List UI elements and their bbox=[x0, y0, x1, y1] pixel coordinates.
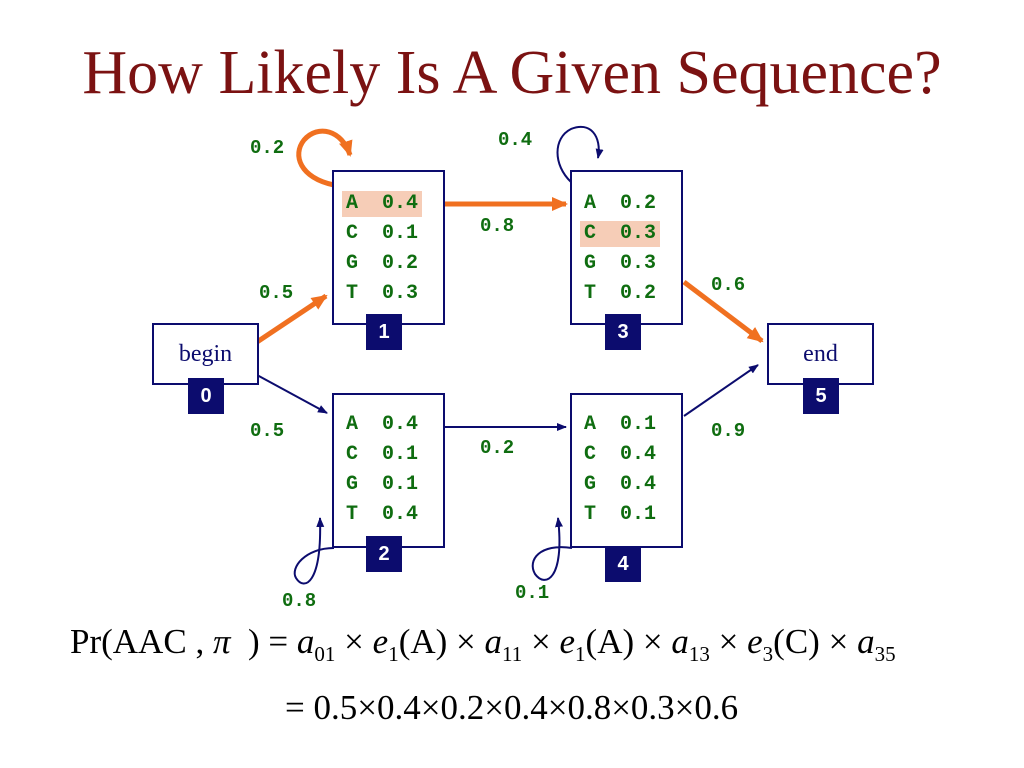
prob-self-4: 0.1 bbox=[515, 582, 550, 604]
end-state-box: end bbox=[767, 323, 874, 385]
begin-state-box: begin bbox=[152, 323, 259, 385]
arrow-self-loop-1 bbox=[296, 128, 353, 188]
arrow-self-loop-2 bbox=[293, 517, 335, 585]
state-3-number: 3 bbox=[605, 314, 641, 350]
state-4-number: 4 bbox=[605, 546, 641, 582]
begin-state-number: 0 bbox=[188, 378, 224, 414]
arrow-3-to-end bbox=[682, 280, 764, 343]
prob-self-1: 0.2 bbox=[250, 137, 285, 159]
begin-label: begin bbox=[178, 341, 233, 367]
probability-formula: Pr(AAC , π ) = a01 × e1(A) × a11 × e1(A)… bbox=[70, 622, 896, 666]
prob-begin-2: 0.5 bbox=[250, 420, 285, 442]
formula-prefix: Pr(AAC bbox=[70, 622, 187, 661]
arrow-self-loop-4 bbox=[531, 517, 573, 581]
probability-values: = 0.5×0.4×0.2×0.4×0.8×0.3×0.6 bbox=[285, 688, 739, 727]
end-label: end bbox=[803, 341, 838, 367]
formula-pi: π bbox=[212, 622, 231, 661]
prob-self-3: 0.4 bbox=[498, 129, 533, 151]
slide-title: How Likely Is A Given Sequence? bbox=[82, 39, 942, 107]
prob-3-end: 0.6 bbox=[711, 274, 746, 296]
arrow-begin-to-1 bbox=[255, 293, 328, 345]
state-1-number: 1 bbox=[366, 314, 402, 350]
prob-begin-1: 0.5 bbox=[259, 282, 294, 304]
prob-self-2: 0.8 bbox=[282, 590, 317, 612]
prob-1-3: 0.8 bbox=[480, 215, 515, 237]
arrow-self-loop-3 bbox=[556, 126, 604, 183]
prob-4-end: 0.9 bbox=[711, 420, 746, 442]
arrow-4-to-end bbox=[683, 364, 759, 417]
state-2-number: 2 bbox=[366, 536, 402, 572]
end-state-number: 5 bbox=[803, 378, 839, 414]
prob-2-4: 0.2 bbox=[480, 437, 515, 459]
arrow-begin-to-2 bbox=[256, 374, 328, 414]
